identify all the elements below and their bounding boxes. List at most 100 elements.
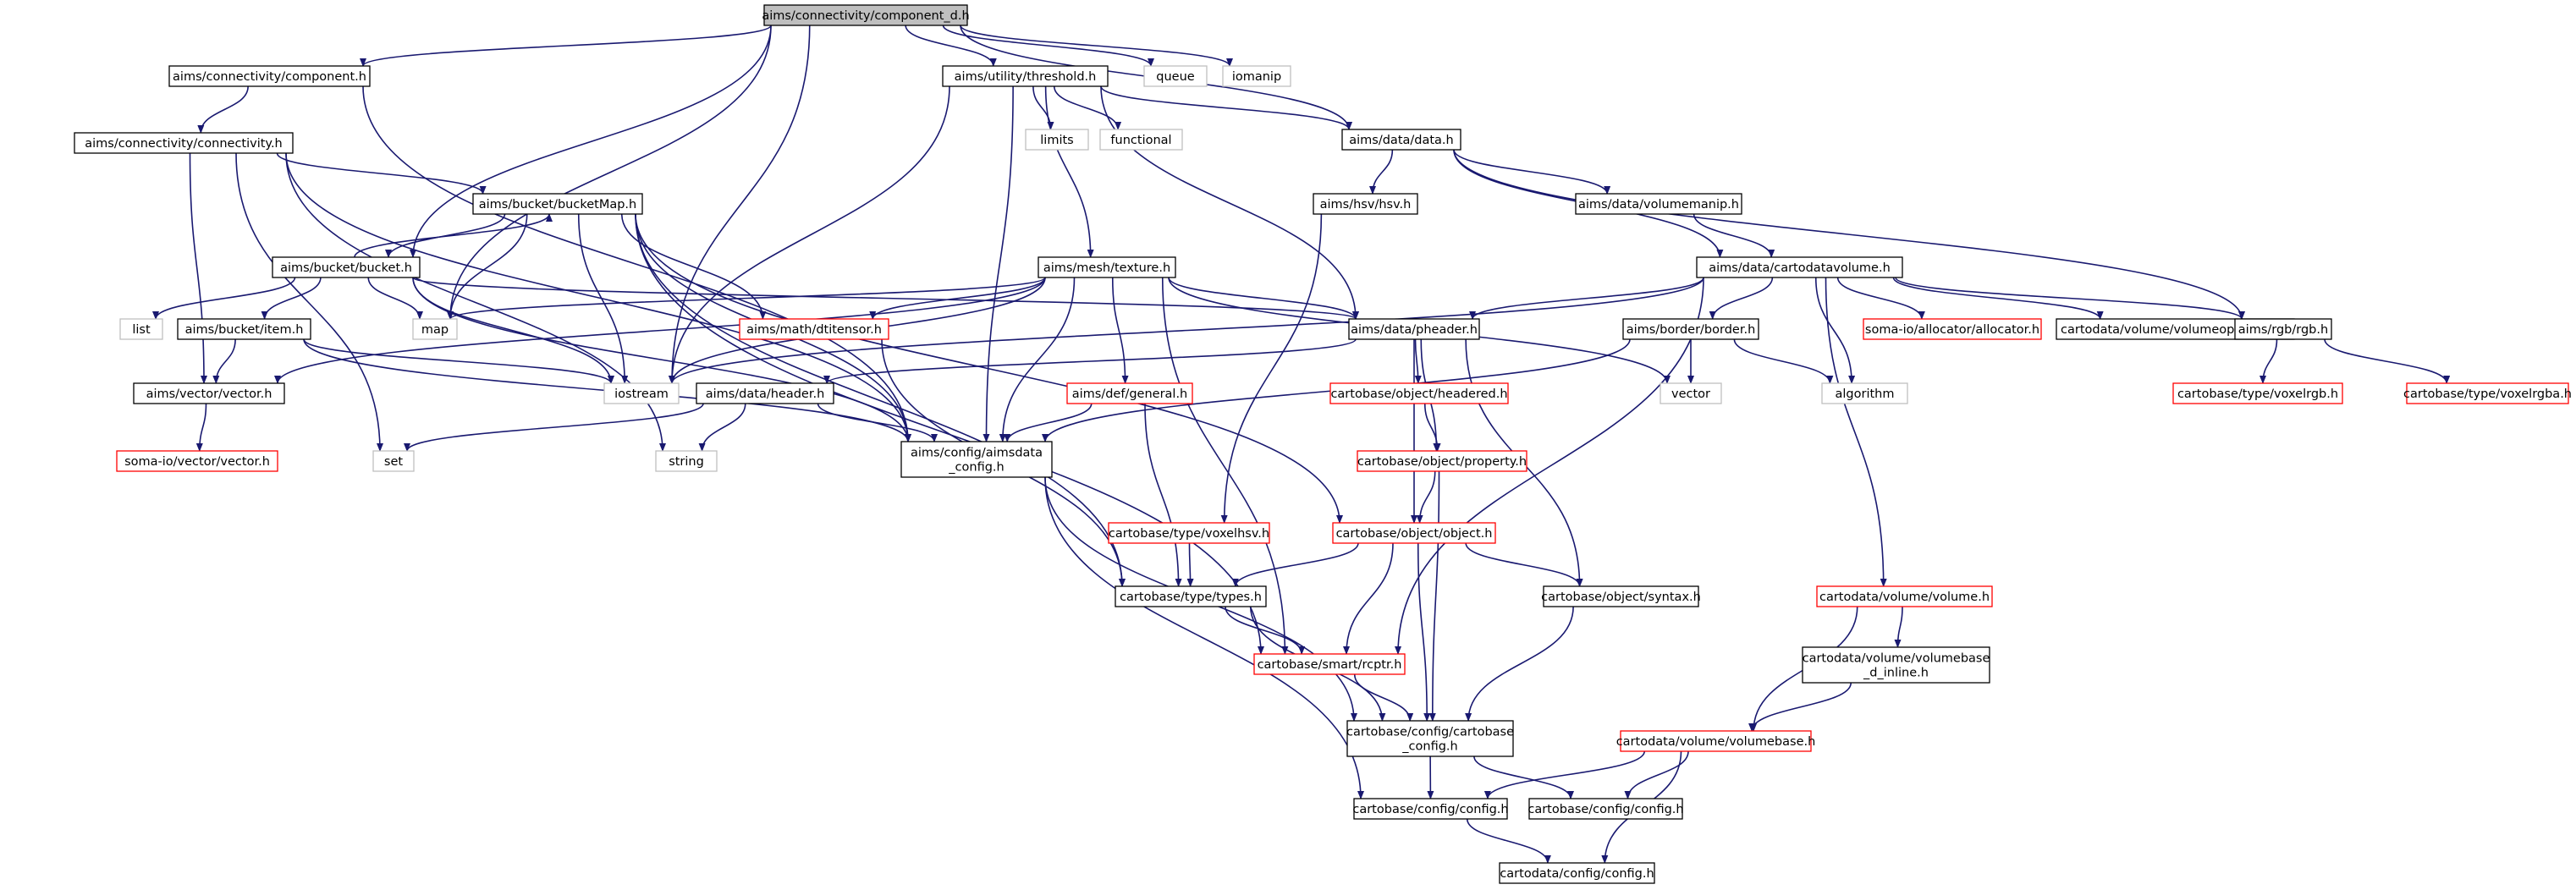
node-bucket[interactable]: aims/bucket/bucket.h: [272, 256, 421, 278]
node-label: aims/data/pheader.h: [1351, 323, 1478, 337]
nodes: aims/connectivity/component_d.h aims/conn…: [74, 4, 2572, 884]
edge-bucketMap-to-object: [635, 213, 1343, 524]
node-volumemanip[interactable]: aims/data/volumemanip.h: [1575, 193, 1742, 215]
edge-bucket-to-bucketMap: [354, 213, 553, 258]
node-label: cartobase/config/cartobase: [1346, 726, 1514, 739]
node-volumebase-inline[interactable]: cartodata/volume/volumebase_d_inline.h: [1802, 646, 1990, 684]
node-vector-h[interactable]: aims/vector/vector.h: [133, 382, 285, 404]
node-box: [1332, 522, 1496, 544]
node-set: set: [372, 450, 415, 472]
node-label: aims/connectivity/component_d.h: [762, 9, 969, 23]
edge-item-to-vector-h: [212, 338, 236, 384]
node-box: [1660, 382, 1722, 404]
edge-rcptr-to-cartobase-config: [1353, 673, 1414, 722]
node-box: [116, 450, 278, 472]
node-box: [1329, 382, 1509, 404]
node-hsv[interactable]: aims/hsv/hsv.h: [1313, 193, 1418, 215]
node-label: aims/hsv/hsv.h: [1320, 198, 1412, 212]
node-syntax[interactable]: cartobase/object/syntax.h: [1541, 585, 1701, 607]
node-box: [2406, 382, 2569, 404]
node-connectivity[interactable]: aims/connectivity/connectivity.h: [74, 132, 294, 154]
node-label: aims/bucket/bucket.h: [280, 261, 412, 275]
node-rgb[interactable]: aims/rgb/rgb.h: [2234, 318, 2332, 340]
edge-volumebase-inline-to-volumebase: [1748, 682, 1852, 732]
node-voxelhsv[interactable]: cartobase/type/voxelhsv.h: [1108, 522, 1270, 544]
node-config-cd[interactable]: cartodata/config/config.h: [1499, 862, 1655, 884]
edge-cartodatavolume-to-volume: [1825, 277, 1887, 587]
edge-threshold-to-pheader: [1100, 85, 1359, 320]
node-dtitensor[interactable]: aims/math/dtitensor.h: [739, 318, 889, 340]
node-box: [1341, 129, 1461, 151]
node-label: cartobase/object/property.h: [1357, 455, 1527, 469]
node-general[interactable]: aims/def/general.h: [1066, 382, 1193, 404]
node-volume[interactable]: cartodata/volume/volume.h: [1816, 585, 1993, 607]
edge-component-to-connectivity: [197, 85, 249, 134]
node-volumebase[interactable]: cartodata/volume/volumebase.h: [1616, 730, 1816, 752]
node-component[interactable]: aims/connectivity/component.h: [168, 65, 371, 87]
node-bucketMap[interactable]: aims/bucket/bucketMap.h: [472, 193, 643, 215]
node-label: soma-io/vector/vector.h: [124, 455, 270, 469]
node-types[interactable]: cartobase/type/types.h: [1115, 585, 1267, 607]
node-label: aims/bucket/bucketMap.h: [479, 198, 636, 212]
node-config-cb2[interactable]: cartobase/config/config.h: [1527, 798, 1684, 820]
node-box: [177, 318, 311, 340]
node-headered[interactable]: cartobase/object/headered.h: [1329, 382, 1509, 404]
node-string: string: [655, 450, 718, 472]
node-label: cartodata/volume/volumeoperators.h: [2061, 323, 2290, 337]
node-somaio-vector[interactable]: soma-io/vector/vector.h: [116, 450, 278, 472]
edge-threshold-to-aimsdata-config: [983, 85, 1014, 442]
node-data[interactable]: aims/data/data.h: [1341, 129, 1461, 151]
node-property[interactable]: cartobase/object/property.h: [1357, 450, 1527, 472]
edge-data-to-rgb: [1453, 149, 2245, 320]
node-cartobase-config[interactable]: cartobase/config/cartobase_config.h: [1346, 720, 1514, 757]
node-rcptr[interactable]: cartobase/smart/rcptr.h: [1253, 653, 1406, 675]
node-box: [1821, 382, 1908, 404]
node-box: [1543, 585, 1699, 607]
edge-aimsdata-config-to-config-cb: [1044, 476, 1364, 799]
node-box: [1115, 585, 1267, 607]
node-iomanip: iomanip: [1222, 65, 1291, 87]
edge-item-to-iostream: [303, 338, 614, 384]
node-threshold[interactable]: aims/utility/threshold.h: [942, 65, 1109, 87]
node-aimsdata-config[interactable]: aims/config/aimsdata_config.h: [900, 441, 1053, 478]
edge-syntax-to-cartobase-config: [1465, 606, 1574, 722]
edge-cartodatavolume-to-algorithm: [1814, 277, 1856, 384]
node-border[interactable]: aims/border/border.h: [1622, 318, 1759, 340]
edge-threshold-to-data: [1100, 85, 1352, 130]
node-box: [1622, 318, 1759, 340]
edge-component-d-to-bucket: [410, 25, 772, 258]
node-object[interactable]: cartobase/object/object.h: [1332, 522, 1496, 544]
node-header[interactable]: aims/data/header.h: [696, 382, 834, 404]
edge-connectivity-to-bucketMap: [276, 152, 487, 195]
node-config-cb[interactable]: cartobase/config/config.h: [1352, 798, 1509, 820]
node-box: [1222, 65, 1291, 87]
node-box: [1802, 646, 1990, 684]
node-label: cartodata/volume/volumebase.h: [1616, 735, 1816, 749]
node-box: [655, 450, 718, 472]
node-texture[interactable]: aims/mesh/texture.h: [1038, 256, 1176, 278]
node-cartodatavolume[interactable]: aims/data/cartodatavolume.h: [1696, 256, 1903, 278]
node-box: [900, 441, 1053, 478]
node-box: [739, 318, 889, 340]
node-voxelrgb[interactable]: cartobase/type/voxelrgb.h: [2172, 382, 2343, 404]
node-box: [696, 382, 834, 404]
node-box: [1528, 798, 1683, 820]
node-allocator[interactable]: soma-io/allocator/allocator.h: [1863, 318, 2042, 340]
edge-volume-to-volumebase-inline: [1894, 606, 1903, 648]
node-label: aims/vector/vector.h: [146, 387, 272, 401]
edge-bucket-to-item: [261, 277, 322, 320]
node-item[interactable]: aims/bucket/item.h: [177, 318, 311, 340]
edge-cartobase-config-to-config-cb2: [1473, 755, 1574, 799]
node-box: [74, 132, 294, 154]
node-component-d[interactable]: aims/connectivity/component_d.h: [762, 4, 970, 26]
edge-bucket-to-map: [367, 277, 423, 320]
edge-connectivity-to-aimsdata-config: [285, 152, 911, 442]
node-label: aims/config/aimsdata: [911, 447, 1043, 460]
node-voxelrgba[interactable]: cartobase/type/voxelrgba.h: [2403, 382, 2572, 404]
edge-property-to-object: [1416, 470, 1436, 524]
edge-bucketMap-to-iostream: [577, 213, 629, 384]
node-pheader[interactable]: aims/data/pheader.h: [1348, 318, 1480, 340]
node-box: [168, 65, 371, 87]
edge-volumebase-to-config-cb: [1483, 750, 1646, 799]
edge-component-d-to-map: [447, 25, 772, 320]
